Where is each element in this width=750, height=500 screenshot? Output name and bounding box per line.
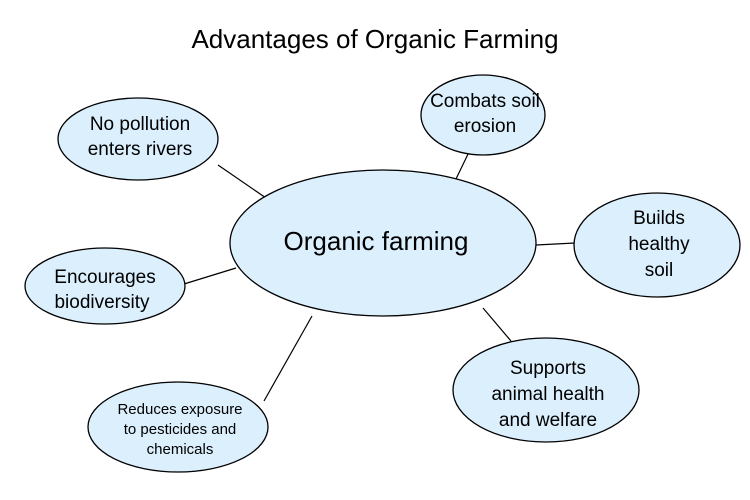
node-combats-erosion: Combats soil erosion [420, 74, 546, 156]
node-line: chemicals [147, 441, 214, 458]
center-label: Organic farming [284, 226, 469, 256]
node-line: Combats soil [430, 91, 540, 112]
node-healthy-soil: Builds healthy soil [573, 192, 741, 298]
node-line: soil [645, 260, 674, 281]
node-line: biodiversity [54, 292, 150, 313]
diagram-title: Advantages of Organic Farming [191, 24, 558, 54]
center-node: Organic farming [229, 169, 537, 317]
node-line: to pesticides and [124, 421, 237, 438]
node-line: Encourages [54, 267, 155, 288]
node-line: and welfare [499, 410, 597, 431]
node-line: animal health [491, 384, 604, 405]
node-animal-welfare: Supports animal health and welfare [452, 337, 640, 443]
node-line: No pollution [90, 114, 190, 135]
node-line: Builds [633, 208, 685, 229]
node-no-pollution: No pollution enters rivers [57, 97, 219, 181]
connector-combats-erosion [454, 149, 471, 182]
connector-reduces-exposure [263, 315, 313, 402]
connector-healthy-soil [535, 242, 576, 246]
node-line: Reduces exposure [117, 401, 242, 418]
node-line: enters rivers [88, 139, 193, 160]
node-line: Supports [510, 358, 586, 379]
node-line: erosion [454, 116, 516, 137]
node-biodiversity: Encourages biodiversity [24, 247, 186, 325]
node-line: healthy [628, 234, 690, 255]
connector-no-pollution [217, 164, 267, 199]
connector-biodiversity [183, 267, 237, 285]
node-reduces-exposure: Reduces exposure to pesticides and chemica… [87, 381, 269, 473]
connector-animal-welfare [482, 307, 512, 342]
